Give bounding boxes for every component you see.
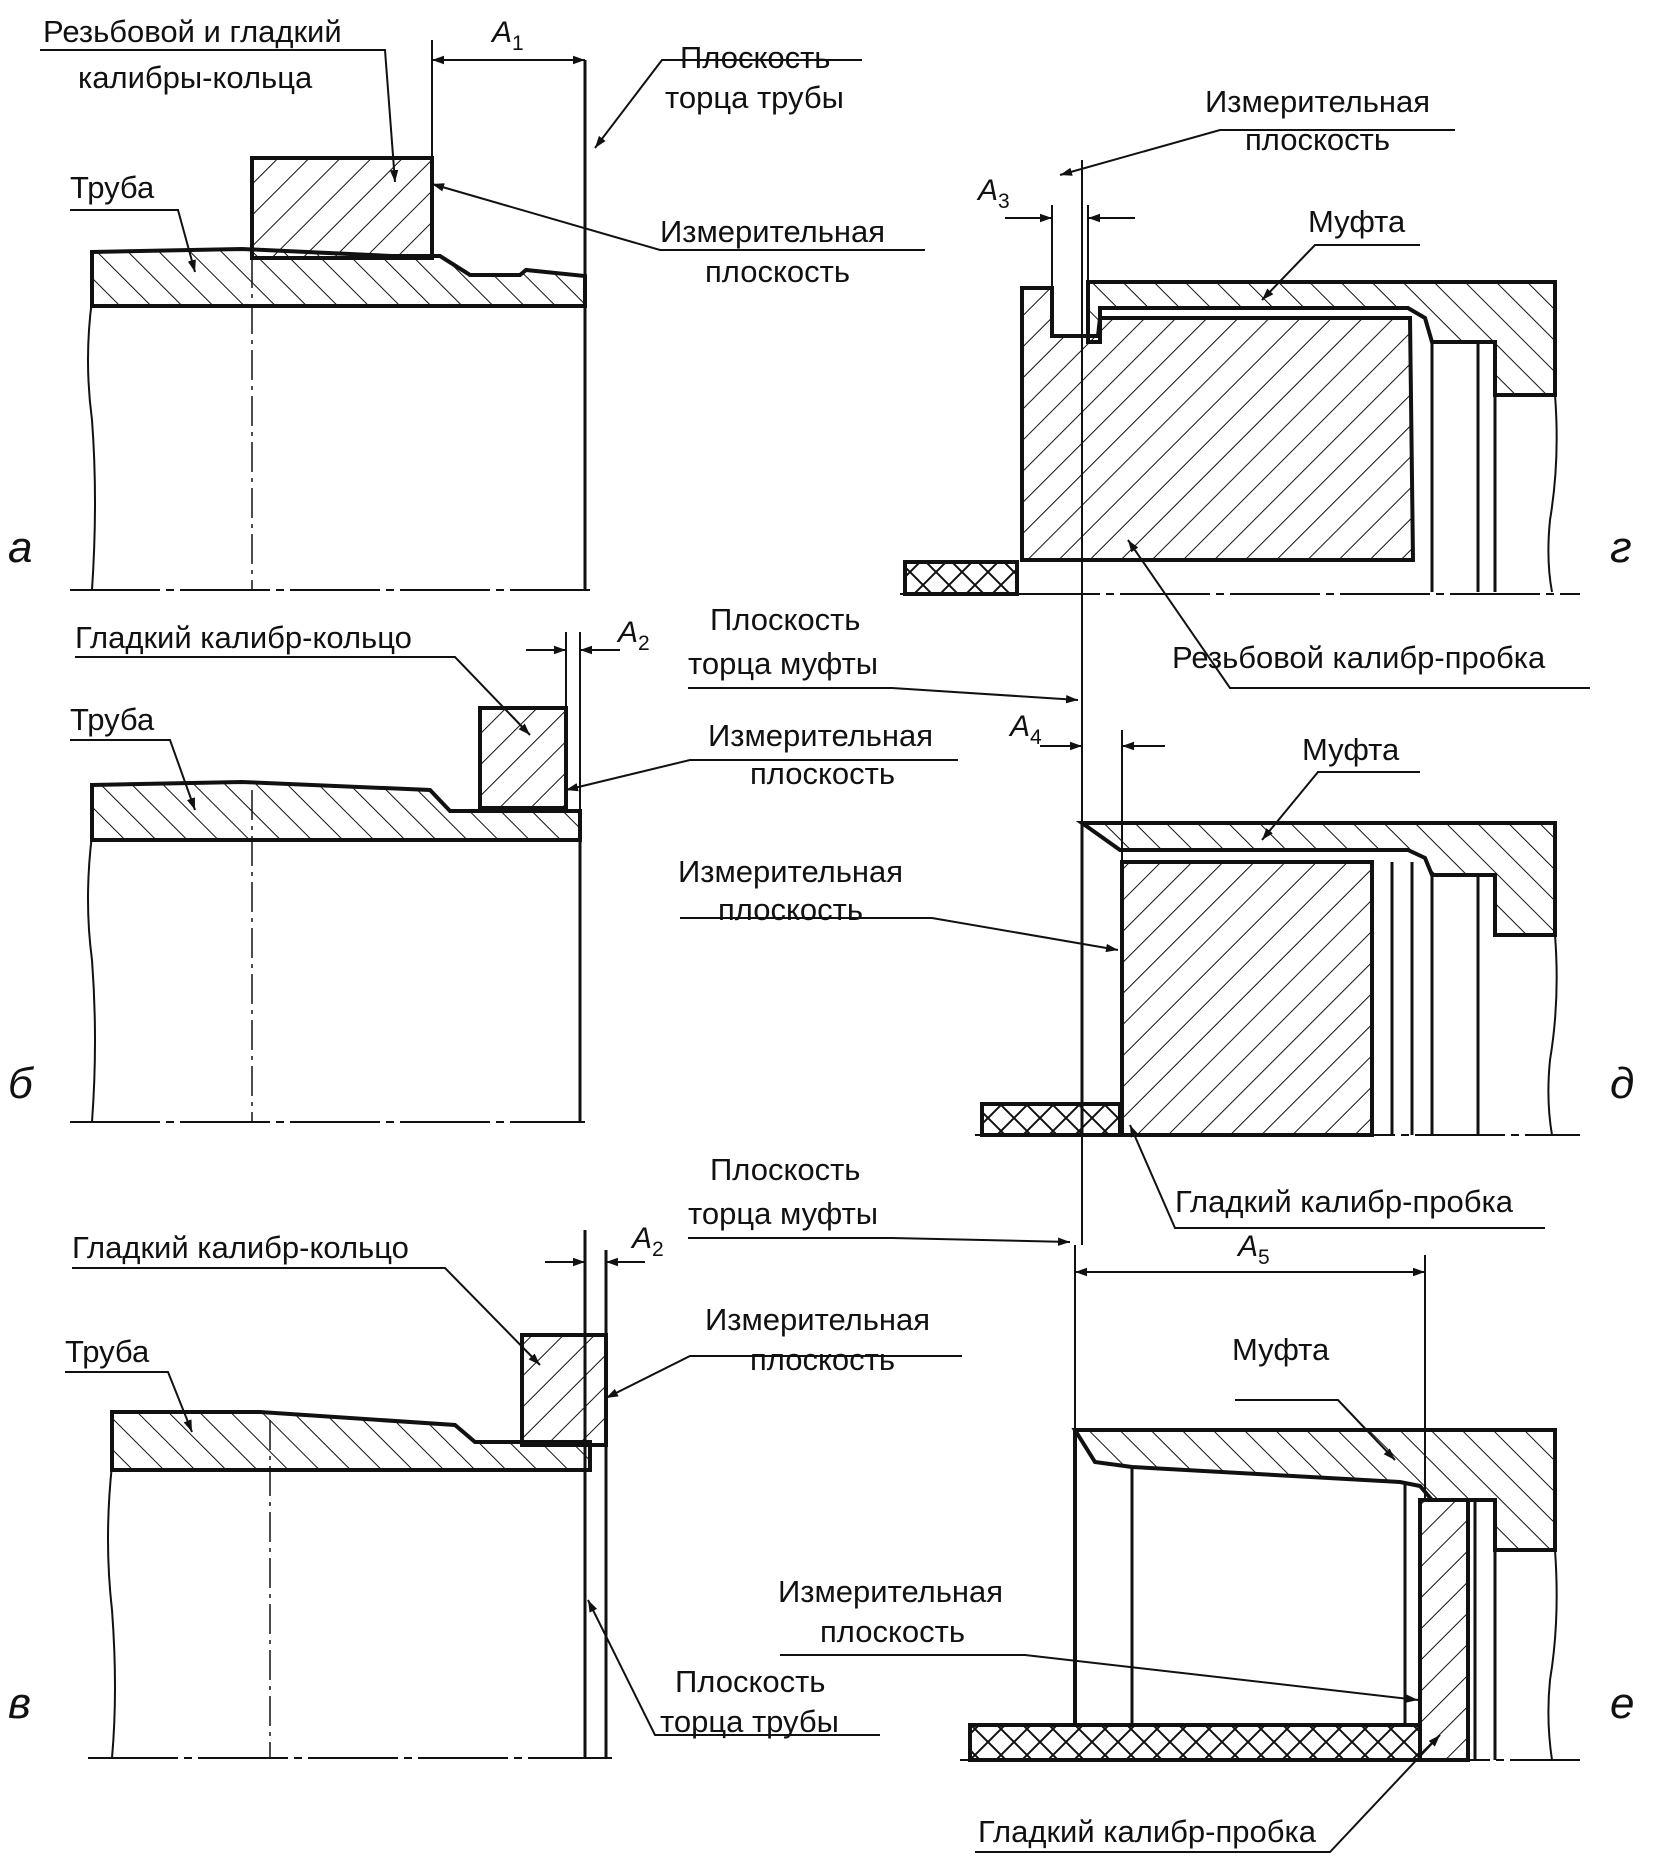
label-coupling-end-plane-line1: Плоскость — [710, 602, 860, 637]
label-ring-gauges-line2: калибры-кольца — [78, 60, 313, 95]
label-pipe-end-plane-line1: Плоскость — [680, 40, 830, 75]
label-meas-plane-line1: Измерительная — [660, 214, 885, 249]
dim-a1: A1 — [490, 16, 524, 55]
label-meas-plane-line1: Измерительная — [678, 854, 903, 889]
label-smooth-ring: Гладкий калибр-кольцо — [75, 620, 412, 655]
label-meas-plane-line2: плоскость — [820, 1614, 965, 1649]
figure-letter-e: е — [1610, 1679, 1634, 1728]
label-smooth-ring: Гладкий калибр-кольцо — [72, 1230, 409, 1265]
dim-a3: A3 — [976, 174, 1010, 213]
label-meas-plane-line2: плоскость — [718, 892, 863, 927]
coupling — [1075, 821, 1557, 937]
figure-letter-d: д — [1610, 1059, 1634, 1108]
label-pipe-end-plane-line1: Плоскость — [675, 1664, 825, 1699]
label-meas-plane-line1: Измерительная — [708, 718, 933, 753]
label-meas-plane-line1: Измерительная — [705, 1302, 930, 1337]
label-meas-plane-line1: Измерительная — [778, 1574, 1003, 1609]
figure-a — [70, 40, 590, 591]
handle — [968, 1723, 1422, 1762]
ring-gauge — [520, 1333, 608, 1447]
figure-letter-b: б — [8, 1059, 35, 1108]
dim-a5: A5 — [1236, 1230, 1270, 1269]
label-coupling: Муфта — [1232, 1332, 1330, 1367]
label-coupling-end-plane-line1: Плоскость — [710, 1152, 860, 1187]
label-meas-plane-line1: Измерительная — [1205, 84, 1430, 119]
label-meas-plane-line2: плоскость — [750, 1342, 895, 1377]
thread-plug-gauge — [1020, 286, 1416, 562]
label-smooth-plug: Гладкий калибр-пробка — [1175, 1184, 1514, 1219]
pipe-wall — [110, 1410, 592, 1472]
text-labels: Резьбовой и гладкий калибры-кольца A1 Пл… — [8, 14, 1634, 1849]
figure-v — [88, 1230, 645, 1759]
figure-e — [960, 1245, 1580, 1762]
figure-letter-g: г — [1610, 523, 1632, 572]
ring-gauge — [478, 706, 568, 810]
figure-letter-a: а — [8, 523, 32, 572]
figure-g — [900, 160, 1580, 598]
figure-letter-v: в — [8, 1679, 31, 1728]
label-meas-plane-line2: плоскость — [750, 756, 895, 791]
label-ring-gauges-line1: Резьбовой и гладкий — [43, 14, 342, 49]
label-pipe-end-plane-line2: торца трубы — [660, 1704, 839, 1739]
label-meas-plane-line2: плоскость — [705, 254, 850, 289]
dim-a2: A2 — [616, 616, 650, 655]
handle — [903, 560, 1019, 596]
label-coupling-end-plane-line2: торца муфты — [688, 646, 878, 681]
smooth-plug-gauge — [1120, 860, 1374, 1137]
coupling — [1071, 1428, 1557, 1552]
figure-b — [70, 632, 620, 1123]
label-meas-plane-line2: плоскость — [1245, 122, 1390, 157]
label-pipe: Труба — [70, 170, 155, 205]
handle — [980, 1102, 1122, 1137]
dim-a4: A4 — [1008, 710, 1042, 749]
label-coupling: Муфта — [1308, 204, 1406, 239]
figure-d — [975, 598, 1580, 1245]
ring-gauge — [250, 156, 434, 260]
label-smooth-plug: Гладкий калибр-пробка — [978, 1814, 1317, 1849]
label-pipe: Труба — [65, 1334, 150, 1369]
label-thread-plug: Резьбовой калибр-пробка — [1172, 640, 1546, 675]
label-coupling-end-plane-line2: торца муфты — [688, 1196, 878, 1231]
dim-a2: A2 — [630, 1222, 664, 1261]
smooth-plug-gauge — [1418, 1498, 1470, 1762]
label-coupling: Муфта — [1302, 732, 1400, 767]
label-pipe-end-plane-line2: торца трубы — [665, 80, 844, 115]
label-pipe: Труба — [70, 702, 155, 737]
leader-lines — [40, 49, 1590, 1853]
